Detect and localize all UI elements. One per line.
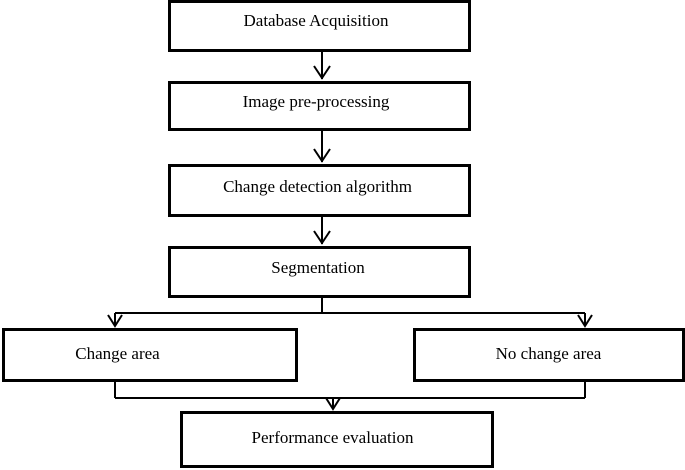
change-area-box: Change area xyxy=(2,328,298,382)
image-preprocessing-label: Image pre-processing xyxy=(242,91,390,111)
change-detection-algorithm-box: Change detection algorithm xyxy=(168,164,471,217)
arrowhead-change-area xyxy=(107,314,123,328)
change-area-label: Change area xyxy=(75,344,160,363)
segmentation-box: Segmentation xyxy=(168,246,471,298)
arrowhead-segmentation xyxy=(313,230,331,245)
arrowhead-detection xyxy=(313,148,331,163)
arrowhead-no-change-area xyxy=(577,314,593,328)
arrowhead-evaluation xyxy=(325,397,341,411)
image-preprocessing-box: Image pre-processing xyxy=(168,81,471,131)
segmentation-label: Segmentation xyxy=(271,257,365,277)
no-change-area-label: No change area xyxy=(495,344,602,363)
change-detection-algorithm-label: Change detection algorithm xyxy=(223,177,412,196)
database-acquisition-label: Database Acquisition xyxy=(243,10,389,30)
performance-evaluation-label: Performance evaluation xyxy=(251,427,414,447)
no-change-area-box: No change area xyxy=(413,328,685,382)
arrowhead-preprocessing xyxy=(313,65,331,80)
database-acquisition-box: Database Acquisition xyxy=(168,0,471,52)
performance-evaluation-box: Performance evaluation xyxy=(180,411,494,468)
